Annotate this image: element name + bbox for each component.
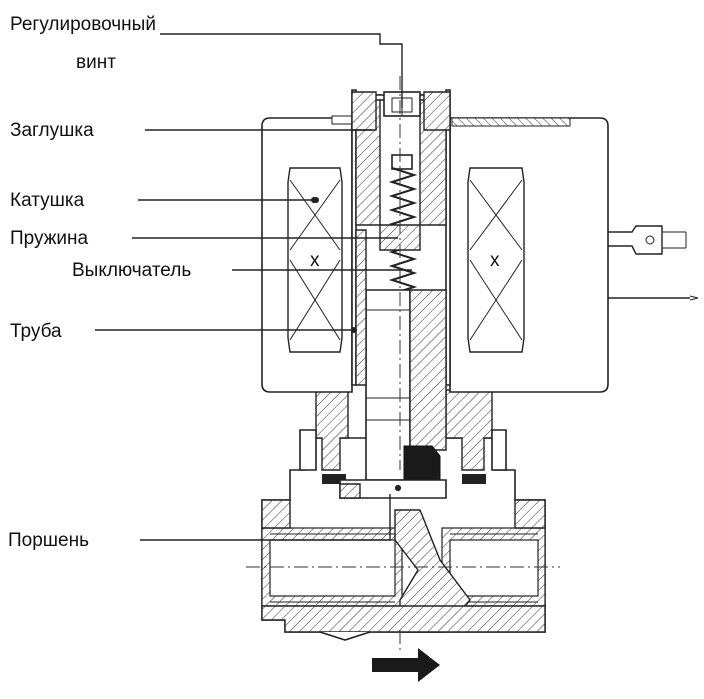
- coil-mark-left: x: [310, 250, 320, 271]
- leader-lines: [95, 33, 412, 541]
- label-switch: Выключатель: [72, 260, 191, 281]
- label-piston: Поршень: [8, 530, 89, 551]
- label-coil: Катушка: [10, 190, 85, 211]
- label-adjusting-screw-line2: винт: [76, 52, 116, 73]
- plunger: [339, 224, 447, 499]
- label-spring: Пружина: [10, 228, 89, 249]
- coil-winding-right: x: [467, 167, 525, 353]
- label-adjusting-screw-line1: Регулировочный: [10, 14, 156, 35]
- core-tube: [351, 89, 451, 386]
- label-plug: Заглушка: [10, 120, 94, 141]
- bonnet: [299, 389, 507, 484]
- coil-winding-left: x: [287, 167, 343, 353]
- flow-arrow-icon: [372, 648, 440, 682]
- terminal-connector: [608, 225, 699, 301]
- valve-body: [246, 437, 560, 650]
- label-tube: Труба: [10, 321, 62, 342]
- coil-mark-right: x: [490, 250, 500, 271]
